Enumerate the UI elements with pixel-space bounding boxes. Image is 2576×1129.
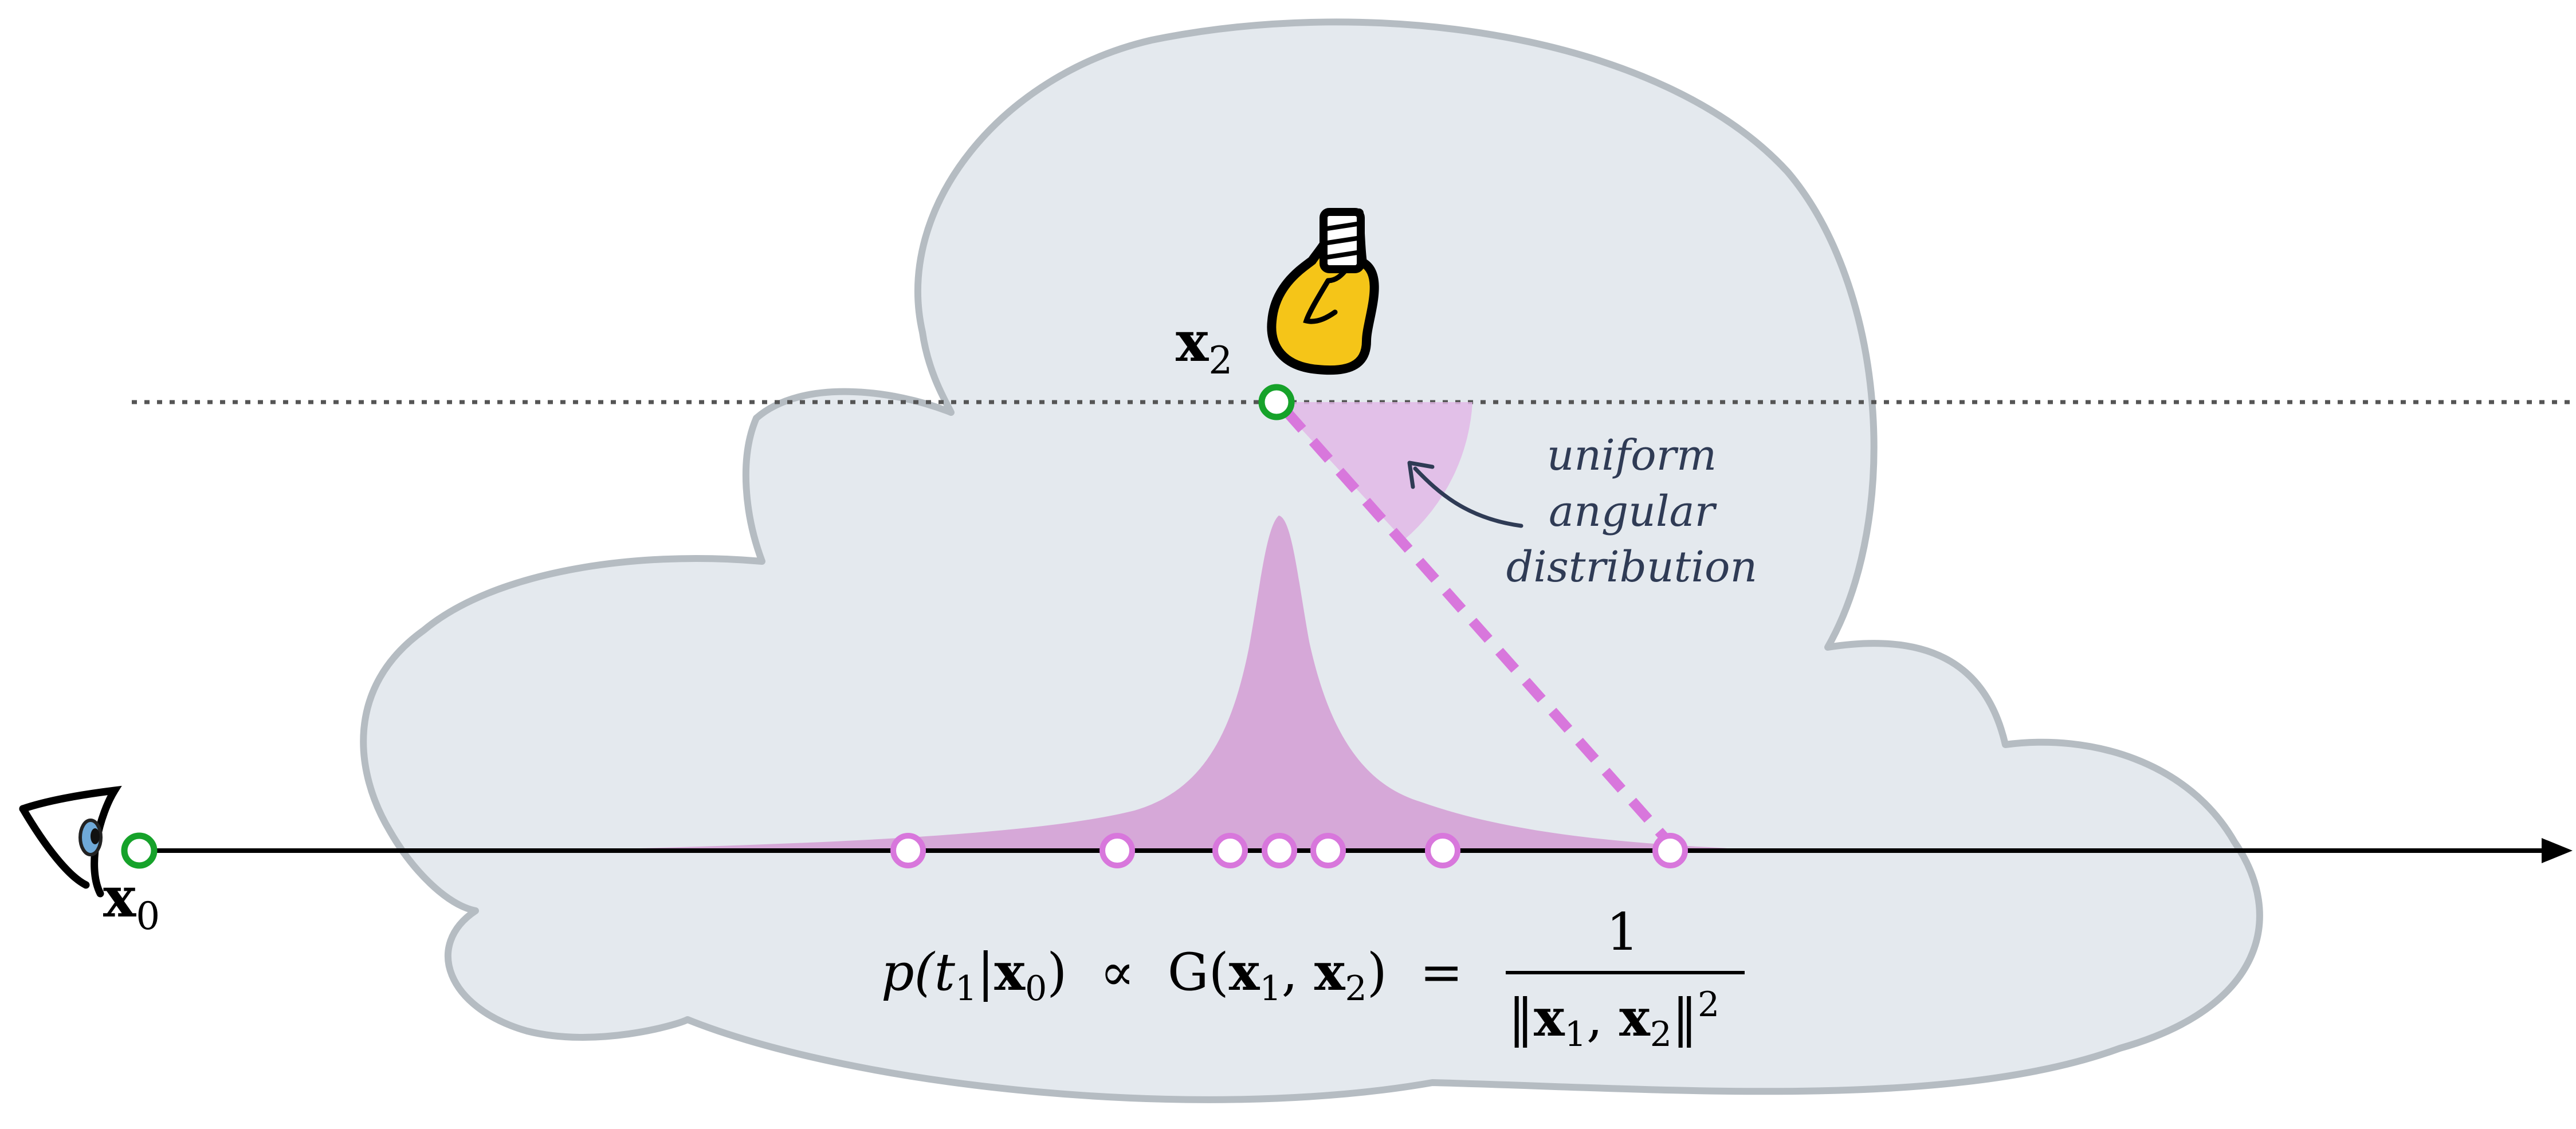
annotation-line-2: angular	[1549, 487, 1718, 536]
formula-g-comma: ,	[1282, 942, 1314, 1002]
formula-denominator: ‖x1, x2‖2	[1508, 985, 1719, 1055]
x0-point	[121, 832, 158, 869]
annotation-line-1: uniform	[1547, 431, 1717, 480]
angular-wedge	[1277, 402, 1472, 540]
formula-x0: x	[994, 942, 1026, 1002]
sample-point-x1	[1652, 833, 1688, 868]
formula-g-x2-sub: 2	[1345, 969, 1367, 1009]
formula-den-x2-sub: 2	[1650, 1014, 1672, 1055]
formula-den-x1-sub: 1	[1565, 1014, 1587, 1055]
formula-t-sub: 1	[955, 969, 977, 1009]
x0-label: x0	[103, 865, 160, 938]
formula-lhs: p(t1|x0) ∝ G(x1, x2) =	[881, 942, 1463, 1009]
sample-points	[890, 833, 1688, 868]
x0-label-base: x	[103, 865, 136, 930]
curved-arrow-icon	[1407, 461, 1523, 528]
x0-label-sub: 0	[136, 894, 160, 938]
sample-point	[1262, 833, 1297, 868]
formula-x0-sub: 0	[1025, 969, 1047, 1009]
formula-bar: |	[977, 942, 994, 1002]
eye-icon	[19, 785, 122, 898]
annotation-line-3: distribution	[1506, 542, 1757, 592]
formula-p: p(t	[881, 942, 956, 1002]
x2-label-base: x	[1176, 309, 1209, 374]
sample-point	[1212, 833, 1248, 868]
formula-prop-g: ) ∝ G(	[1047, 942, 1228, 1002]
sample-point	[1099, 833, 1135, 868]
formula-numerator: 1	[1606, 902, 1639, 962]
light-bulb-icon	[1267, 208, 1379, 375]
x2-label-sub: 2	[1208, 339, 1232, 383]
shadow-connection	[1282, 408, 1668, 841]
ray-arrowhead-icon	[2542, 838, 2573, 863]
formula-den-close: ‖	[1672, 988, 1698, 1048]
formula-den-open: ‖	[1508, 988, 1534, 1048]
formula-den-x2: x	[1619, 988, 1651, 1048]
cloud-medium	[360, 18, 2263, 1103]
formula-den-comma: ,	[1587, 988, 1619, 1048]
x2-label: x2	[1176, 309, 1232, 383]
formula-den-x1: x	[1534, 988, 1565, 1048]
formula-den-pow: 2	[1698, 985, 1719, 1025]
sample-point	[890, 833, 926, 868]
sample-point	[1425, 833, 1460, 868]
sample-point	[1310, 833, 1346, 868]
formula-g-x1-sub: 1	[1259, 969, 1281, 1009]
x2-point	[1258, 384, 1295, 420]
formula-g-x1: x	[1229, 942, 1260, 1002]
formula-equals: ) =	[1367, 942, 1463, 1002]
formula-g-x2: x	[1314, 942, 1346, 1002]
